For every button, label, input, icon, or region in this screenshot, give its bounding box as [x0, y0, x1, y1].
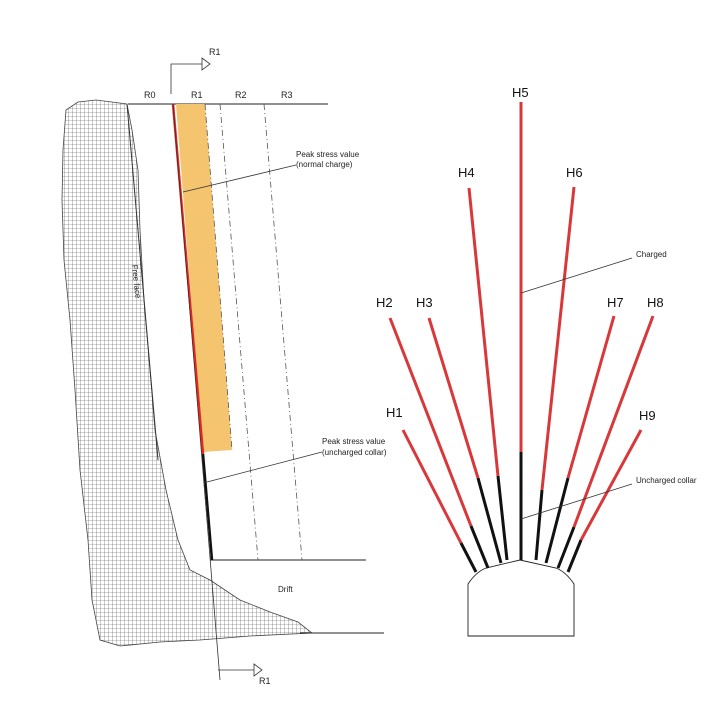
peak-uncharged-leader [206, 451, 323, 483]
section-arrow-bottom-icon [253, 663, 263, 677]
hole-label-h1: H1 [386, 405, 403, 420]
column-label-r1: R1 [191, 90, 203, 100]
r3-dashed-line [263, 103, 303, 561]
left-section-view: R1 R1 R0 R1 R2 R3 Free face Peak stress … [61, 47, 387, 686]
hole-h2 [388, 317, 490, 569]
uncharged-label: Uncharged collar [636, 476, 697, 485]
peak-normal-label-1: Peak stress value [296, 150, 360, 159]
hole-label-h8: H8 [647, 295, 664, 310]
peak-normal-label-2: (normal charge) [296, 160, 353, 169]
peak-uncharged-label-2: (uncharged collar) [322, 448, 387, 457]
hole-h4 [467, 187, 509, 561]
right-fan-view: H1 H2 H3 H4 H5 H6 H7 H8 H9 Charged Uncha… [376, 85, 697, 637]
free-face-label: Free face [130, 264, 143, 299]
borehole-uncharged-collar [201, 453, 214, 561]
section-line-lower [172, 103, 221, 681]
hole-h9 [566, 429, 643, 573]
hole-label-h2: H2 [376, 295, 393, 310]
hole-h7 [544, 315, 616, 564]
hole-h8 [556, 315, 655, 569]
column-label-r0: R0 [144, 90, 156, 100]
drift-profile [467, 559, 575, 637]
hole-h6 [534, 186, 576, 561]
charged-label: Charged [636, 250, 667, 259]
rock-mass [61, 99, 314, 647]
hole-h3 [427, 317, 503, 564]
hole-label-h7: H7 [607, 295, 624, 310]
hole-label-h4: H4 [458, 165, 475, 180]
section-label-bottom: R1 [259, 676, 271, 686]
hole-label-h3: H3 [416, 295, 433, 310]
r2-dashed-line [219, 103, 259, 561]
peak-uncharged-label-1: Peak stress value [322, 437, 386, 446]
hole-h1 [401, 429, 478, 573]
charged-leader [520, 257, 633, 294]
peak-normal-leader [182, 164, 297, 193]
r1-dashed-line [204, 103, 233, 451]
column-label-r3: R3 [281, 90, 293, 100]
free-face-line [126, 103, 159, 461]
hole-label-h9: H9 [639, 408, 656, 423]
column-label-r2: R2 [235, 90, 247, 100]
hole-label-h5: H5 [512, 85, 529, 100]
section-arrow-top-icon [201, 57, 211, 71]
drift-label: Drift [278, 585, 293, 594]
hole-label-h6: H6 [566, 165, 583, 180]
uncharged-leader [520, 483, 633, 520]
peak-stress-zone [176, 104, 232, 452]
section-line [170, 63, 202, 94]
section-label-top: R1 [209, 47, 221, 57]
